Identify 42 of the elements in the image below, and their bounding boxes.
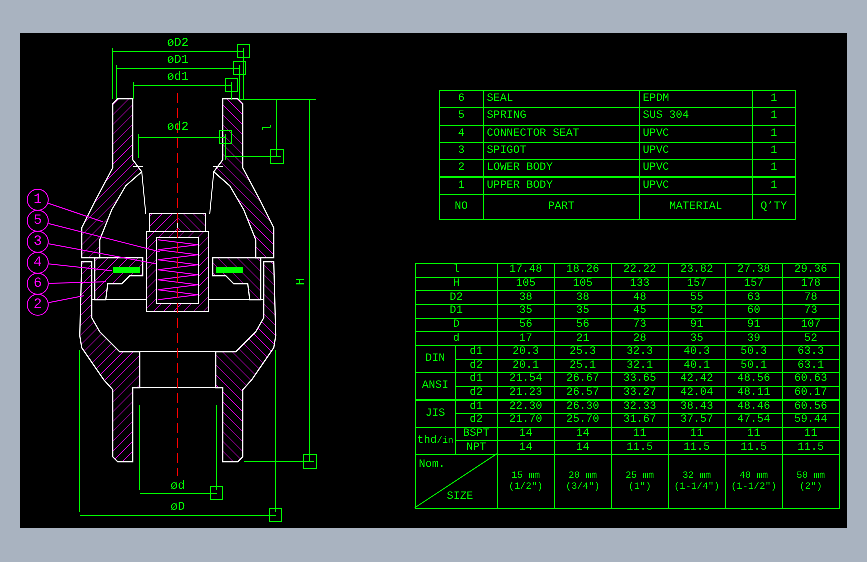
table-cell: NO xyxy=(439,194,484,220)
table-cell: ANSI xyxy=(415,372,456,400)
table-cell: 21.23 xyxy=(497,386,555,400)
leader-line xyxy=(48,203,104,222)
dimension-label: H xyxy=(294,278,308,286)
table-cell: 1 xyxy=(752,90,796,108)
table-cell: 26.57 xyxy=(554,386,612,400)
table-cell: 48.11 xyxy=(725,386,783,400)
callout-number: 3 xyxy=(27,231,49,253)
table-cell: 42.04 xyxy=(668,386,726,400)
leader-line xyxy=(48,296,84,304)
table-cell: 1 xyxy=(752,159,796,178)
callout-number: 6 xyxy=(27,273,49,295)
table-cell: 2 xyxy=(439,159,484,178)
callout-number: 5 xyxy=(27,210,49,232)
dimension-label: ød1 xyxy=(167,70,189,84)
callout-number: 4 xyxy=(27,252,49,274)
callout-number: 2 xyxy=(27,294,49,316)
dimension-label: øD2 xyxy=(167,36,189,50)
dimension-label: øD1 xyxy=(167,53,189,67)
table-cell: 50 mm (2") xyxy=(782,454,840,509)
leader-line xyxy=(48,244,156,264)
table-cell: JIS xyxy=(415,400,456,428)
table-cell: d2 xyxy=(455,386,498,400)
callout-number: 1 xyxy=(27,189,49,211)
dimension-label: øD xyxy=(170,500,186,514)
table-cell: 1 xyxy=(439,176,484,195)
table-cell: 60.56 xyxy=(782,400,840,414)
table-cell: l xyxy=(415,263,498,278)
table-header-text: SIZE xyxy=(447,491,474,504)
table-cell: 29.36 xyxy=(782,263,840,278)
leader-line xyxy=(48,223,160,252)
leader-line xyxy=(48,264,112,272)
table-cell: 33.27 xyxy=(611,386,669,400)
table-cell: 6 xyxy=(439,90,484,108)
leader-line xyxy=(48,282,106,284)
dimension-label: ød xyxy=(170,479,186,493)
table-header-text: Nom. xyxy=(419,459,446,472)
dimension-label: l xyxy=(261,124,275,132)
table-cell: 60.17 xyxy=(782,386,840,400)
table-cell: Q’TY xyxy=(752,194,796,220)
table-cell: 1 xyxy=(752,176,796,195)
